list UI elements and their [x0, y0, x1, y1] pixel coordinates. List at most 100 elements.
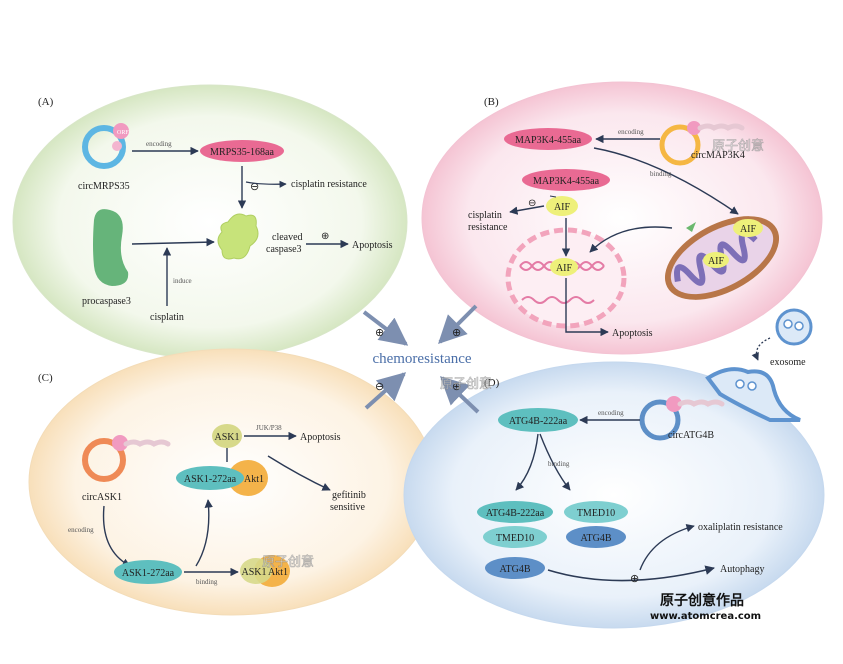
cell-uptake-membrane [705, 367, 801, 422]
procaspase3-label: procaspase3 [82, 296, 131, 307]
encoding-label-b: encoding [618, 128, 644, 136]
complex-right-label: Akt1 [244, 474, 264, 485]
mito-to-nucleus-arrow [589, 226, 673, 253]
autophagy-label: Autophagy [720, 564, 764, 575]
map3k4-peptide-top-label: MAP3K4-455aa [515, 135, 582, 146]
circmap3k4-label: circMAP3K4 [691, 150, 745, 161]
sign-from-c: ⊖ [375, 381, 384, 393]
panel-a: (A) ORF circMRPS35 encoding MRPS35-168aa… [12, 84, 408, 360]
exosome-icon [775, 308, 813, 346]
binding-arrow-d2 [539, 433, 571, 491]
map3k4-to-mito-arrow [593, 147, 739, 215]
panel-a-label: (A) [38, 96, 54, 108]
cleaved-label-1: cleaved [272, 232, 303, 243]
complex2-tmed10 [564, 501, 628, 523]
procaspase3-blob [93, 209, 129, 286]
mrps35-168aa-label: MRPS35-168aa [210, 147, 274, 158]
watermark-1: 原子创意 [712, 138, 764, 154]
ask1-free-label: ASK1 [214, 432, 239, 443]
map3k4-455aa-peptide-mid [522, 169, 610, 191]
panel-d: (D) exosome circATG4B encoding ATG4B-222… [403, 308, 825, 629]
atg4b-222aa-peptide [498, 408, 578, 432]
binding-label-c: binding [196, 578, 218, 586]
jnk-label: JUK/P38 [256, 424, 282, 432]
mrps35-168aa-peptide [200, 140, 284, 162]
arrow-from-d [439, 376, 480, 414]
sign-from-b: ⊕ [452, 327, 461, 339]
complex-ask1-272aa [176, 466, 244, 490]
cisplatin-resistance-label-a: cisplatin resistance [291, 179, 367, 190]
inhibit-sign-a: ⊖ [250, 181, 259, 193]
oxaliplatin-arrow [639, 524, 695, 571]
logo-url: www.atomcrea.com [650, 611, 761, 622]
center-convergence: ⊕ ⊕ ⊖ ⊕ chemoresistance [362, 304, 480, 414]
complex1-a-label: ATG4B-222aa [486, 508, 545, 519]
apoptosis-label-a: Apoptosis [352, 240, 393, 251]
binding-arrow-d1 [515, 433, 539, 491]
cisplatin-resistance-arrow-a [245, 180, 287, 188]
apoptosis-label-b: Apoptosis [612, 328, 653, 339]
binding-label-b: binding [650, 170, 672, 178]
chemoresistance-title: chemoresistance [372, 351, 471, 367]
inhibit-sign-b: ⊖ [528, 198, 536, 209]
cleaved-label-2: caspase3 [266, 244, 302, 255]
aif-top-label: AIF [554, 202, 571, 213]
complex2-atg4b [566, 526, 626, 548]
circask1-label: circASK1 [82, 492, 122, 503]
circatg4b-ring [639, 396, 725, 441]
circask1-ring [82, 435, 171, 482]
atg4b-free-label: ATG4B [499, 564, 530, 575]
panel-c: (C) circASK1 encoding ASK1-272aa binding… [28, 348, 436, 616]
logo-chinese: 原子创意作品 [660, 592, 744, 609]
ask1-free [212, 424, 242, 448]
cisplatin-resistance-b-1: cisplatin [468, 210, 502, 221]
complex2-a-label: TMED10 [577, 508, 615, 519]
aif-to-cisplatin-arrow [509, 205, 545, 215]
aif-nucleus [550, 258, 578, 276]
sign-from-d: ⊕ [452, 381, 461, 393]
induce-label: induce [173, 277, 192, 285]
circmrps35-ring: ORF [82, 123, 129, 169]
encoding-label-c: encoding [68, 526, 94, 534]
aif-mito-1-label: AIF [740, 224, 757, 235]
promote-sign-d: ⊕ [630, 573, 639, 585]
aif-mito-2-label: AIF [708, 256, 725, 267]
aif-nucleus-label: AIF [556, 263, 573, 274]
complex-left-label: ASK1-272aa [184, 474, 237, 485]
peptide-to-complex-arrow [195, 499, 213, 567]
bound-akt1-label: Akt1 [268, 567, 288, 578]
gefitinib-arrow [267, 455, 331, 491]
gefitinib-label-1: gefitinib [332, 490, 366, 501]
cisplatin-label: cisplatin [150, 312, 184, 323]
bound-ask1-label: ASK1 [241, 567, 266, 578]
aif-mito-1 [733, 219, 763, 237]
arrow-from-b [438, 304, 478, 344]
complex1-tmed10 [483, 526, 547, 548]
mito-receptor [686, 222, 696, 232]
orf-label: ORF [117, 130, 129, 136]
binding-label-d: binding [548, 460, 570, 468]
panel-c-label: (C) [38, 372, 53, 384]
exosome-arrow [751, 337, 771, 361]
panel-a-oval [12, 84, 408, 360]
circmrps35-label: circMRPS35 [78, 181, 130, 192]
aif-link [549, 195, 557, 198]
panel-b: (B) MAP3K4-455aa encoding circMAP3K4 MAP… [421, 81, 823, 355]
circmap3k4-ring [659, 121, 745, 166]
orf-bubble [113, 123, 129, 139]
procaspase-to-cleaved-arrow [131, 237, 215, 247]
apoptosis-label-c: Apoptosis [300, 432, 341, 443]
promote-sign-a: ⊕ [321, 231, 329, 242]
encoding-arrow-c [102, 505, 131, 567]
aif-mito-2 [703, 252, 729, 268]
cleaved-caspase3-blob [217, 213, 259, 260]
dna-strand-3 [521, 296, 595, 304]
autophagy-arrow [547, 565, 715, 582]
sign-from-a: ⊕ [375, 327, 384, 339]
map3k4-peptide-mid-label: MAP3K4-455aa [533, 176, 600, 187]
circatg4b-label: circATG4B [668, 430, 714, 441]
complex1-atg4b-222aa [477, 501, 553, 523]
cisplatin-resistance-b-2: resistance [468, 222, 508, 233]
map3k4-455aa-peptide-top [504, 128, 592, 150]
